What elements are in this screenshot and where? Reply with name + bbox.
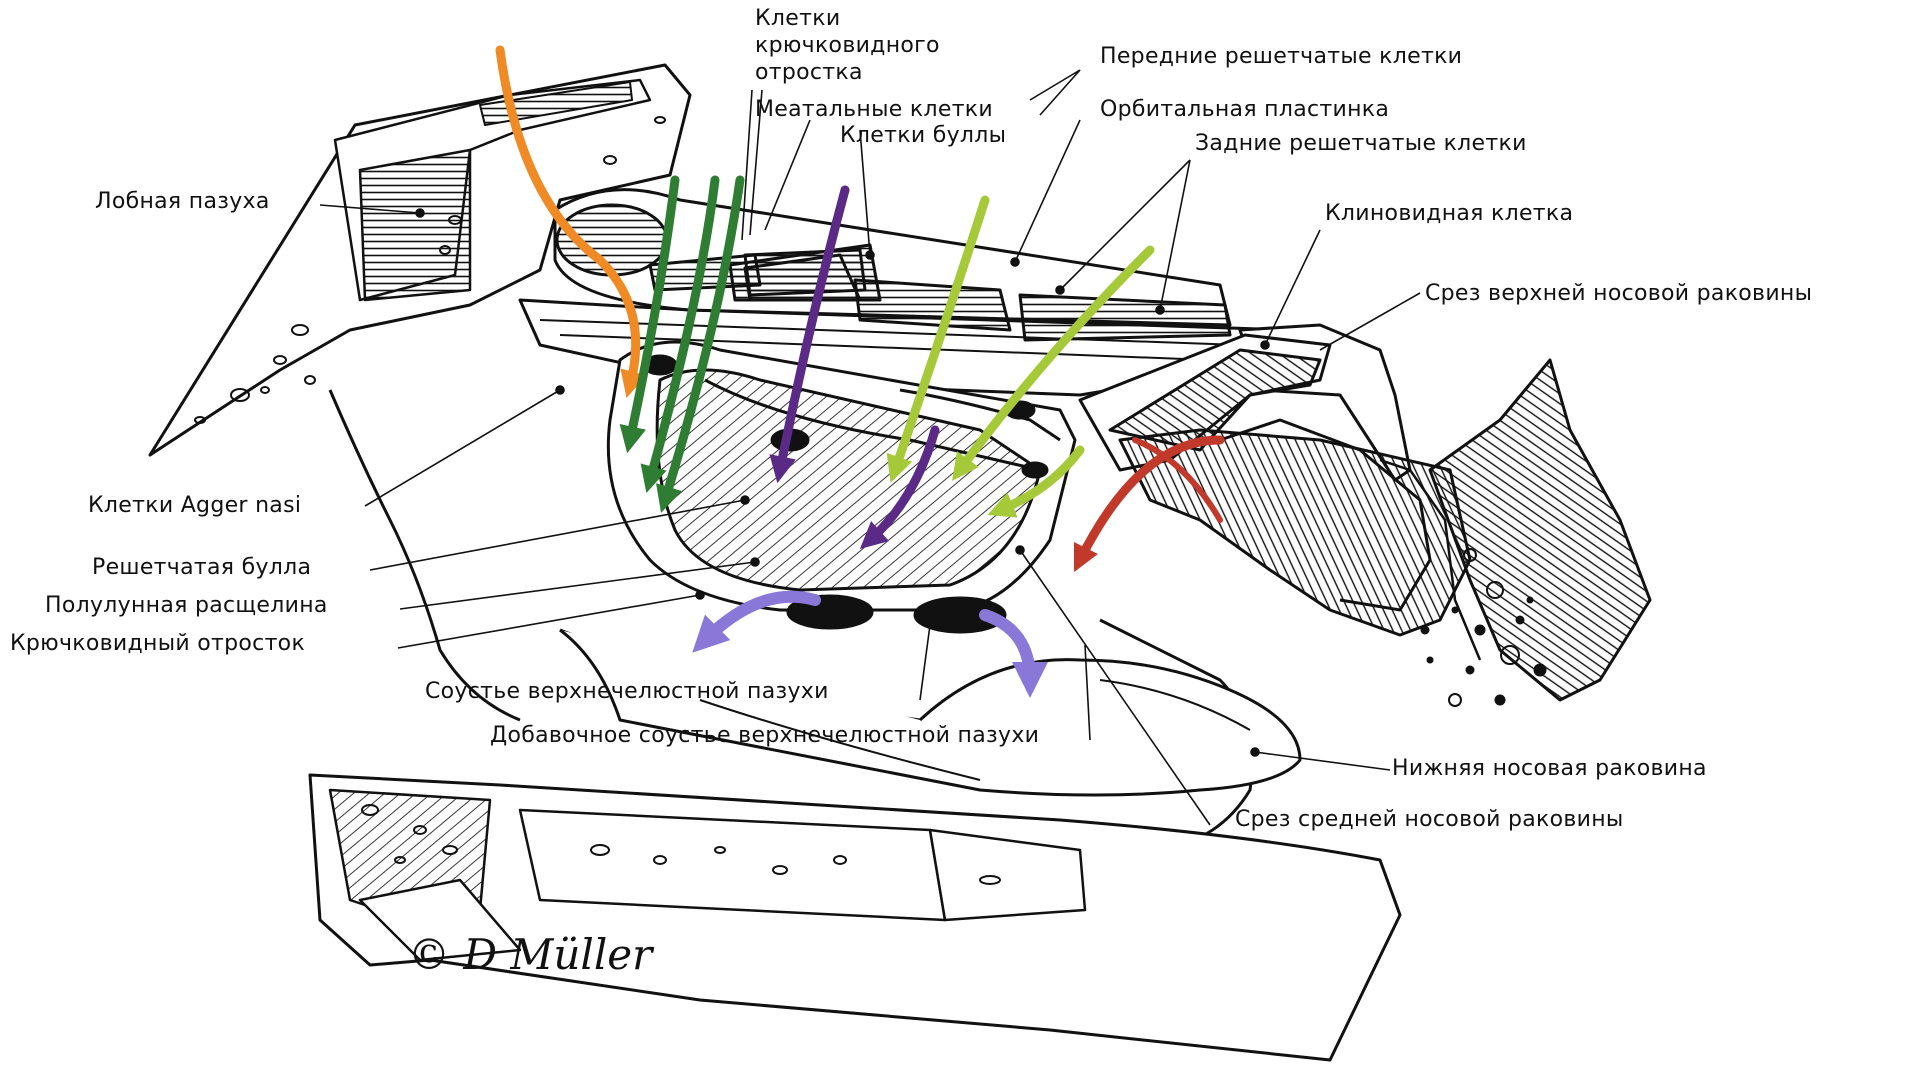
- label-accessory-maxillary-ostium: Добавочное соустье верхнечелюстной пазух…: [490, 724, 1039, 748]
- label-inferior-turbinate: Нижняя носовая раковина: [1392, 757, 1707, 781]
- label-frontal-sinus: Лобная пазуха: [95, 190, 270, 214]
- artist-signature: © D Müller: [408, 930, 652, 979]
- sphenoid-region: [1080, 325, 1650, 700]
- inferior-turbinate-shape: [560, 630, 1300, 795]
- label-agger-nasi: Клетки Agger nasi: [88, 494, 301, 518]
- label-anterior-ethmoid-cells: Передние решетчатые клетки: [1100, 45, 1462, 69]
- label-posterior-ethmoid-cells: Задние решетчатые клетки: [1195, 132, 1527, 156]
- label-sphenoid-cell: Клиновидная клетка: [1325, 202, 1573, 226]
- label-ethmoid-bulla: Решетчатая булла: [92, 556, 311, 580]
- label-uncinate-process: Крючковидный отросток: [10, 632, 305, 656]
- label-semilunar-hiatus: Полулунная расщелина: [45, 594, 328, 618]
- label-orbital-plate: Орбитальная пластинка: [1100, 98, 1389, 122]
- label-superior-turbinate-section: Срез верхней носовой раковины: [1425, 282, 1812, 306]
- label-middle-turbinate-section: Срез средней носовой раковины: [1235, 808, 1624, 832]
- label-uncinate-cells: Клетки крючковидного отростка: [755, 5, 940, 86]
- frontal-sinus-cavity: [360, 150, 470, 300]
- label-bulla-cells: Клетки буллы: [840, 124, 1006, 148]
- label-maxillary-ostium: Соустье верхнечелюстной пазухи: [425, 680, 829, 704]
- label-meatal-cells: Меатальные клетки: [755, 98, 993, 122]
